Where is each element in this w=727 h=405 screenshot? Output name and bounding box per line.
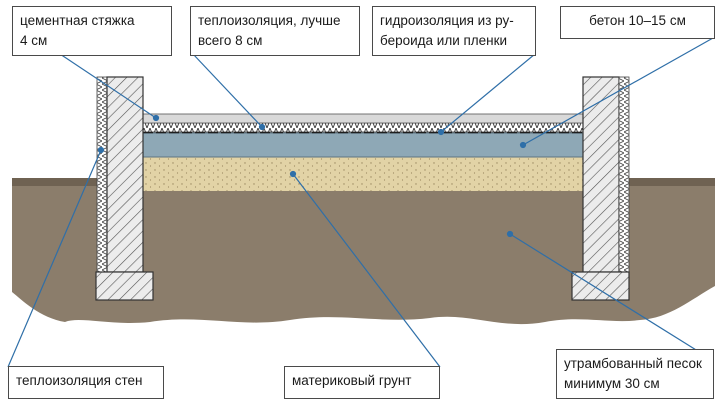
leader-floor-insulation [192,53,263,128]
label-concrete: бетон 10–15 см [560,6,715,39]
leader-cement-screed [59,53,157,119]
right-footing [571,271,630,301]
cement-screed-layer [142,113,584,124]
left-foundation-wall [106,76,144,273]
compacted-sand-layer [143,157,583,191]
label-native-soil: материковый грунт [284,366,440,399]
concrete-slab-layer [142,132,584,158]
leader-wall-insulation [7,149,102,368]
label-floor-insulation: теплоизоляция, лучше всего 8 см [190,6,360,56]
right-foundation-wall [582,76,620,273]
native-soil-layer [12,180,715,325]
label-cement-screed: цементная стяжка 4 см [12,6,172,56]
leader-lines [7,37,714,368]
left-footing [95,271,154,301]
leader-native-soil [292,173,441,368]
floor-insulation-layer [142,122,584,133]
left-wall-insulation [96,76,108,273]
label-compacted-sand: утрамбованный песок минимум 30 см [556,349,714,399]
leader-waterproofing [440,53,536,133]
right-wall-insulation [618,76,630,273]
leader-concrete [522,37,714,146]
leader-compacted-sand [509,233,710,359]
label-wall-insulation: теплоизоляция стен [8,366,164,399]
label-waterproofing: гидроизоляция из ру- бероида или пленки [372,6,536,56]
